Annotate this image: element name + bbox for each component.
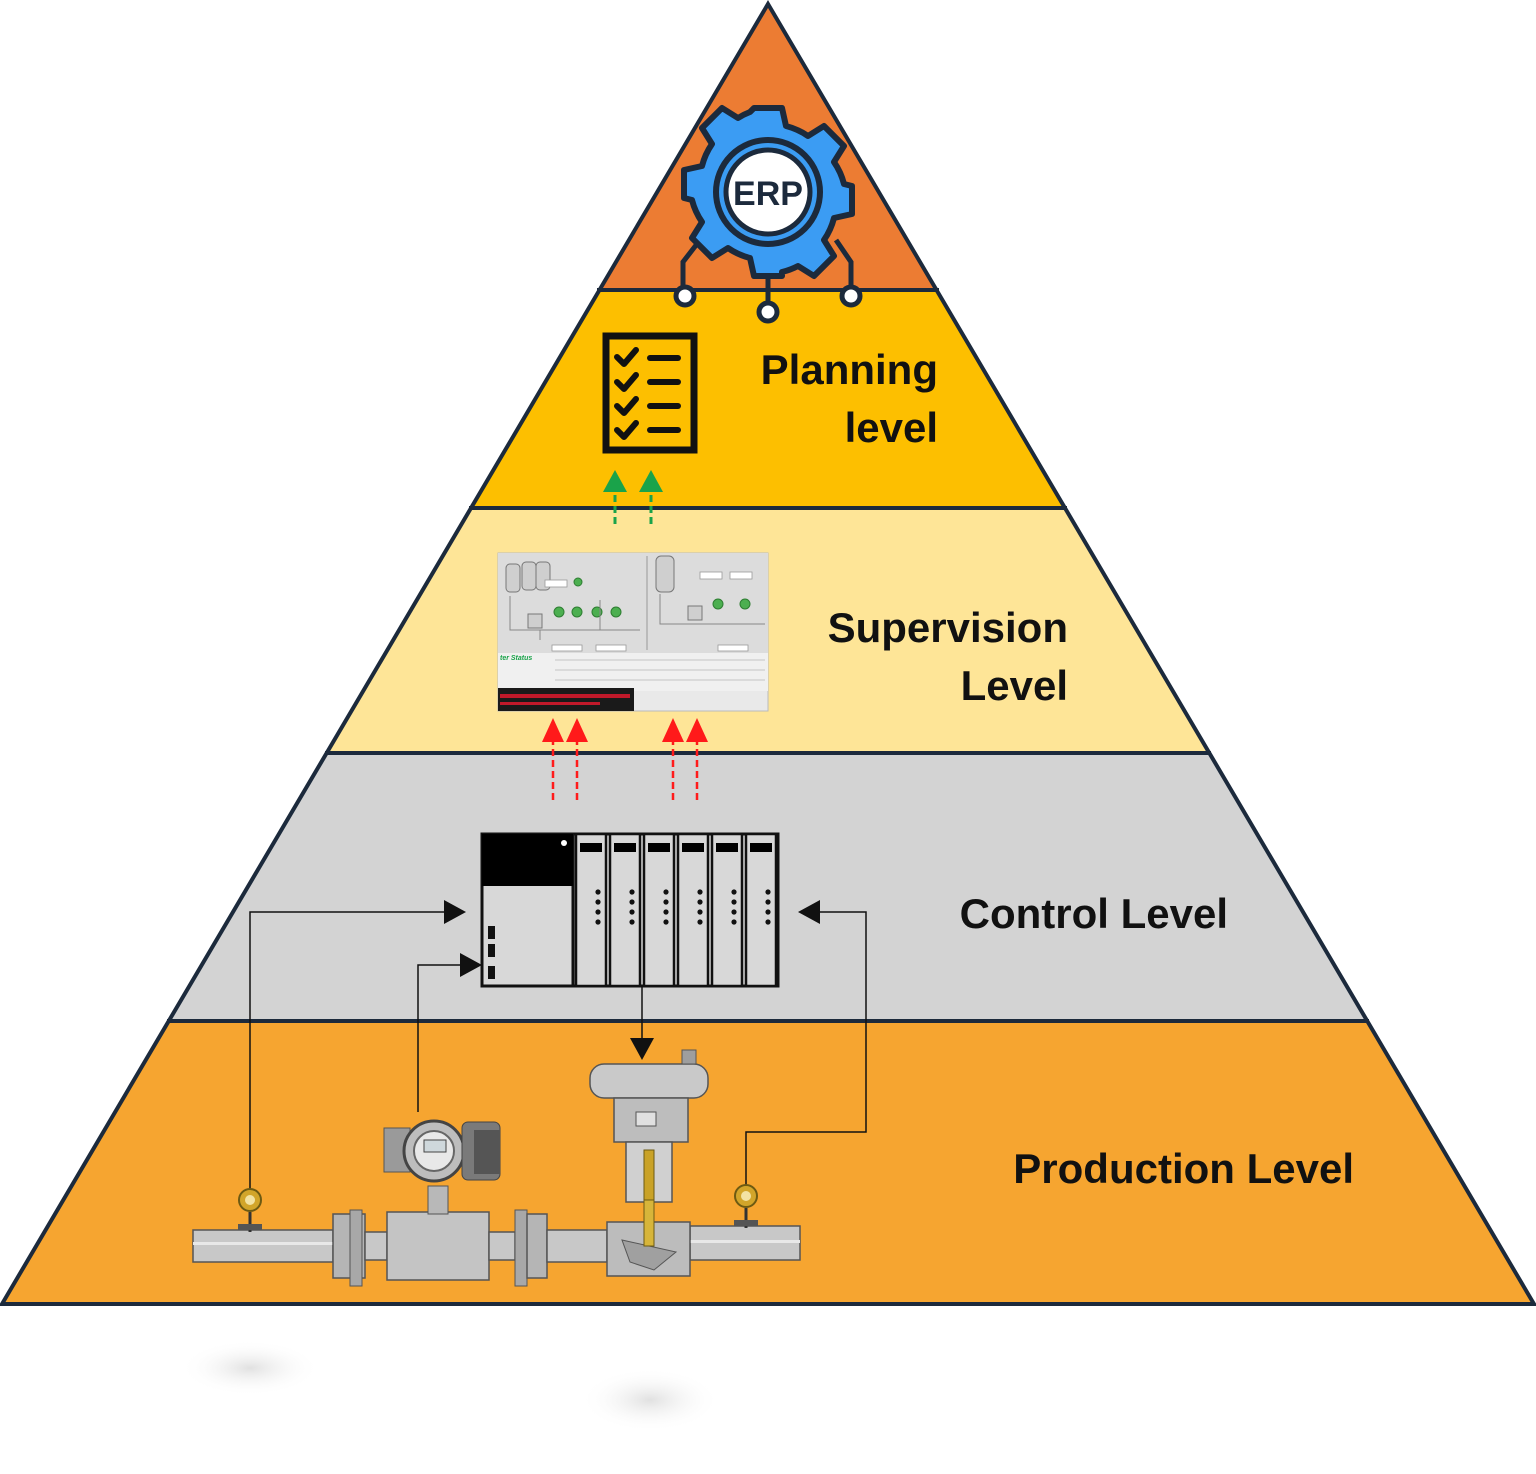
checklist-icon [602, 332, 698, 454]
wire-arrow-head [460, 953, 482, 977]
plc-io-modules [574, 832, 778, 988]
production-label: Production Level [1013, 1145, 1354, 1192]
shadow-blur [580, 1368, 720, 1432]
pyramid-outline [0, 0, 1536, 1306]
planning-label-line1: Planning [761, 346, 938, 393]
signal-wires [249, 911, 867, 1190]
erp-badge-text: ERP [733, 175, 803, 213]
green-arrows [603, 470, 663, 524]
supervision-label-line1: Supervision [828, 604, 1068, 651]
scada-screen-icon: ter Status [497, 552, 769, 712]
gear-icon: ERP [673, 105, 863, 324]
plc-rack-icon [480, 832, 780, 988]
red-arrows [542, 718, 708, 800]
green-arrow-head [639, 470, 663, 492]
wire-arrow-head [444, 900, 466, 924]
supervision-label-line2: Level [961, 662, 1068, 709]
red-arrow-head [662, 718, 684, 742]
svg-text:ter Status: ter Status [500, 655, 532, 662]
wire-arrow-head [630, 1038, 654, 1060]
pipeline-instruments-icon [192, 1049, 801, 1287]
green-arrow-head [603, 470, 627, 492]
red-arrow-head [542, 718, 564, 742]
red-arrow-head [686, 718, 708, 742]
shadow-blur [180, 1340, 320, 1396]
planning-label-line2: level [845, 404, 938, 451]
red-arrow-head [566, 718, 588, 742]
wire-arrow-head [798, 900, 820, 924]
control-label: Control Level [960, 890, 1228, 937]
